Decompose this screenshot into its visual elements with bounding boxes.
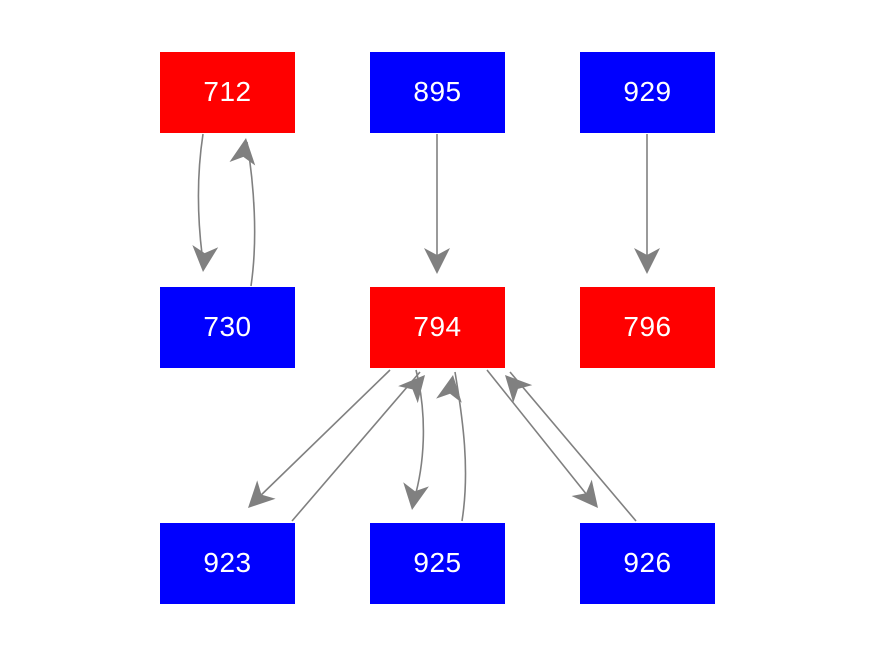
edge-923-794 — [291, 371, 421, 522]
arrowhead-712-730 — [192, 244, 219, 272]
graph-node-794[interactable]: 794 — [370, 287, 505, 368]
arrowhead-926-794 — [505, 375, 533, 403]
arrowhead-730-712 — [229, 138, 256, 166]
edge-712-730 — [197, 133, 204, 263]
graph-node-label: 730 — [203, 310, 252, 342]
arrowhead-925-794 — [436, 375, 462, 403]
edge-926-794 — [509, 371, 637, 522]
graph-node-label: 895 — [413, 75, 462, 107]
graph-node-925[interactable]: 925 — [370, 523, 505, 604]
arrowhead-794-925 — [403, 482, 429, 510]
graph-node-label: 923 — [203, 546, 252, 578]
graph-node-796[interactable]: 796 — [580, 287, 715, 368]
edge-794-923 — [255, 369, 391, 501]
graph-node-929[interactable]: 929 — [580, 52, 715, 133]
graph-node-label: 929 — [623, 75, 672, 107]
graph-node-label: 712 — [203, 75, 252, 107]
arrowhead-929-796 — [634, 248, 660, 274]
arrowhead-923-794 — [398, 375, 425, 404]
arrowhead-794-923 — [248, 480, 276, 508]
arrowhead-794-926 — [571, 479, 598, 508]
graph-node-923[interactable]: 923 — [160, 523, 295, 604]
graph-node-label: 926 — [623, 546, 672, 578]
graph-node-712[interactable]: 712 — [160, 52, 295, 133]
graph-node-label: 796 — [623, 310, 672, 342]
arrowhead-895-794 — [424, 248, 450, 274]
graph-node-926[interactable]: 926 — [580, 523, 715, 604]
graph-node-label: 925 — [413, 546, 462, 578]
graph-node-label: 794 — [413, 310, 462, 342]
edge-794-926 — [486, 369, 592, 501]
graph-node-730[interactable]: 730 — [160, 287, 295, 368]
edge-925-794 — [454, 371, 467, 522]
graph-node-895[interactable]: 895 — [370, 52, 505, 133]
